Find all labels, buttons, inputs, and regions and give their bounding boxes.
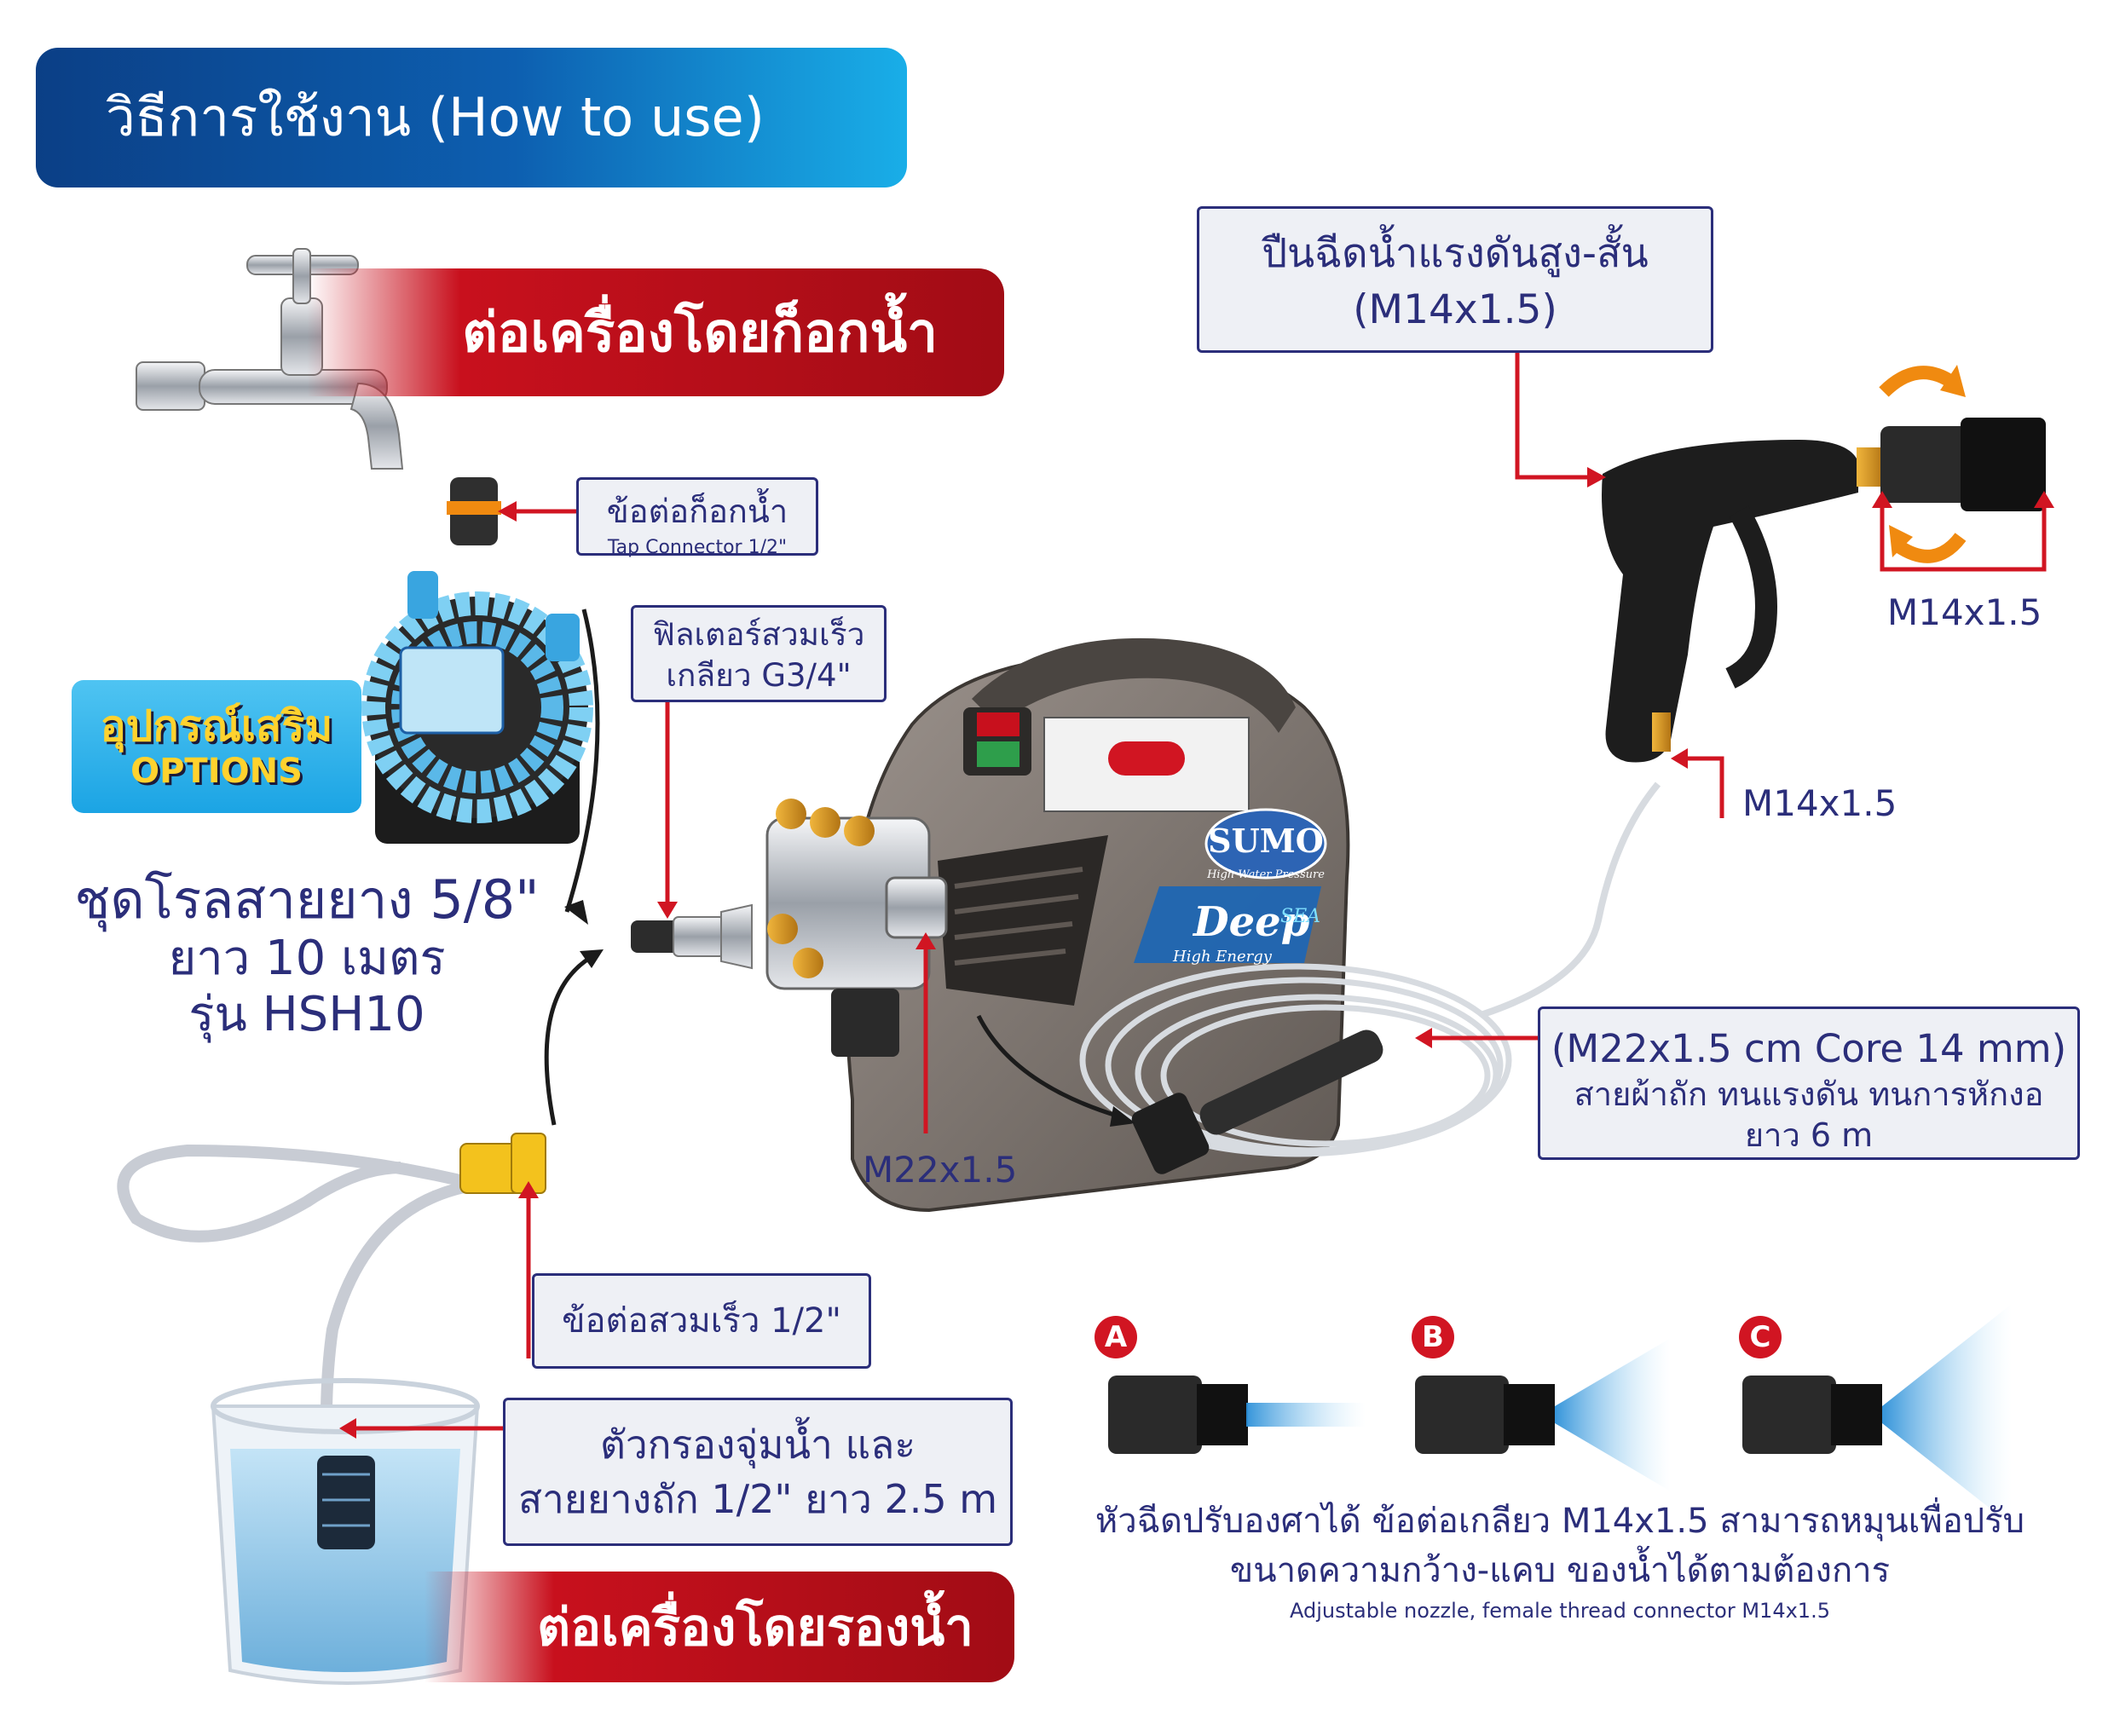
strainer-label-line1: ตัวกรองจุ่มน้ำ และ xyxy=(599,1422,916,1468)
arrow-hose xyxy=(1415,1028,1538,1048)
m22-label: M22x1.5 xyxy=(863,1149,1018,1191)
hose-end-fitting xyxy=(1131,1029,1383,1174)
arrow-filter xyxy=(657,702,678,919)
m14-mid-label: M14x1.5 xyxy=(1742,782,1897,824)
quick-filter-icon xyxy=(631,903,753,970)
energy-label: High Energy xyxy=(1172,948,1273,966)
rotate-arrow-top-icon xyxy=(1879,366,1958,397)
brand-tagline: High Water Pressure xyxy=(1206,868,1325,881)
options-badge-en: OPTIONS xyxy=(130,752,303,791)
rotate-arrow-bottom-icon xyxy=(1893,532,1967,563)
hose-label-line2: สายผ้าถัก ทนแรงดัน ทนการหักงอ xyxy=(1574,1076,2044,1113)
pressure-washer-icon: SUMO High Water Pressure Deep SEA High E… xyxy=(765,637,1350,1213)
tap-connector-icon xyxy=(447,477,501,545)
strainer-label-line2: สายยางถัก 1/2" ยาว 2.5 m xyxy=(517,1476,998,1522)
filter-label-line2: เกลียว G3/4" xyxy=(666,657,852,694)
gun-label-line1: ปืนฉีดน้ำแรงดันสูง-สั้น xyxy=(1262,230,1649,277)
nozzle-a-icon xyxy=(1108,1376,1366,1454)
arrow-m14-mid xyxy=(1671,748,1724,818)
bucket-connection-title: ต่อเครื่องโดยรองน้ำ xyxy=(537,1597,973,1658)
nozzle-b-badge: B xyxy=(1412,1316,1454,1358)
bucket-icon xyxy=(211,1378,480,1685)
m14-top-label: M14x1.5 xyxy=(1887,591,2042,633)
options-badge: อุปกรณ์เสริม OPTIONS xyxy=(72,680,361,813)
model-sub: SEA xyxy=(1280,906,1320,927)
arrow-quick xyxy=(518,1181,539,1358)
tap-connector-label-th: ข้อต่อก็อกน้ำ xyxy=(606,493,788,530)
strainer-callout: ตัวกรองจุ่มน้ำ และ สายยางถัก 1/2" ยาว 2.… xyxy=(503,1398,1013,1546)
nozzle-c-badge: C xyxy=(1739,1316,1782,1358)
arrow-gun xyxy=(1515,353,1606,487)
arrow-quick-curve xyxy=(544,955,592,1126)
gun-label-line2: (M14x1.5) xyxy=(1353,286,1557,333)
spray-gun-callout: ปืนฉีดน้ำแรงดันสูง-สั้น (M14x1.5) xyxy=(1197,206,1713,353)
hose-coil-icon xyxy=(1079,781,1661,1157)
nozzle-caption-line1: หัวฉีดปรับองศาได้ ข้อต่อเกลียว M14x1.5 ส… xyxy=(1095,1502,2025,1541)
nozzle-caption: หัวฉีดปรับองศาได้ ข้อต่อเกลียว M14x1.5 ส… xyxy=(1057,1497,2063,1626)
arrow-tap-connector xyxy=(498,501,576,522)
tap-connection-banner: ต่อเครื่องโดยก็อกน้ำ xyxy=(307,268,1004,396)
reel-line3: รุ่น HSH10 xyxy=(188,987,425,1042)
bucket-connection-banner: ต่อเครื่องโดยรองน้ำ xyxy=(425,1572,1014,1682)
brand-logo: SUMO xyxy=(1208,822,1324,860)
nozzle-c-icon xyxy=(1742,1304,2012,1525)
reel-line2: ยาว 10 เมตร xyxy=(168,931,446,986)
quick-connector-yellow-icon xyxy=(459,1133,546,1194)
page-title: วิธีการใช้งาน (How to use) xyxy=(106,86,765,148)
spray-gun-icon xyxy=(1602,418,2046,763)
hose-reel-icon xyxy=(361,571,593,844)
arrow-m22 xyxy=(915,932,936,1133)
arrow-reel-curve xyxy=(564,608,600,913)
arrow-hose-curve xyxy=(976,1014,1120,1119)
filter-label-line1: ฟิลเตอร์สวมเร็ว xyxy=(652,616,865,653)
arrow-strainer xyxy=(339,1418,503,1439)
tap-connector-callout: ข้อต่อก็อกน้ำ Tap Connector 1/2" xyxy=(576,477,818,558)
reel-line1: ชุดโรลสายยาง 5/8" xyxy=(74,868,540,931)
title-banner: วิธีการใช้งาน (How to use) xyxy=(36,48,907,187)
options-badge-th: อุปกรณ์เสริม xyxy=(100,701,333,751)
hose-label-line3: ยาว 6 m xyxy=(1744,1116,1874,1154)
hose-label-line1: (M22x1.5 cm Core 14 mm) xyxy=(1551,1026,2067,1071)
nozzle-b-icon xyxy=(1415,1338,1671,1491)
model-logo: Deep xyxy=(1192,898,1309,946)
hose-callout: (M22x1.5 cm Core 14 mm) สายผ้าถัก ทนแรงด… xyxy=(1538,1006,2080,1160)
nozzle-a-badge: A xyxy=(1095,1316,1137,1358)
tap-connector-label-en: Tap Connector 1/2" xyxy=(607,537,788,558)
filter-callout: ฟิลเตอร์สวมเร็ว เกลียว G3/4" xyxy=(631,605,887,702)
hose-reel-description: ชุดโรลสายยาง 5/8" ยาว 10 เมตร รุ่น HSH10 xyxy=(60,869,554,1043)
tap-connection-title: ต่อเครื่องโดยก็อกน้ำ xyxy=(462,302,938,365)
quick-connector-callout: ข้อต่อสวมเร็ว 1/2" xyxy=(532,1273,871,1369)
arrow-m14-top xyxy=(1872,491,2054,572)
nozzle-caption-line3: Adjustable nozzle, female thread connect… xyxy=(1290,1599,1830,1623)
quick-connector-label: ข้อต่อสวมเร็ว 1/2" xyxy=(562,1301,841,1341)
nozzle-caption-line2: ขนาดความกว้าง-แคบ ของน้ำได้ตามต้องการ xyxy=(1229,1551,1891,1590)
